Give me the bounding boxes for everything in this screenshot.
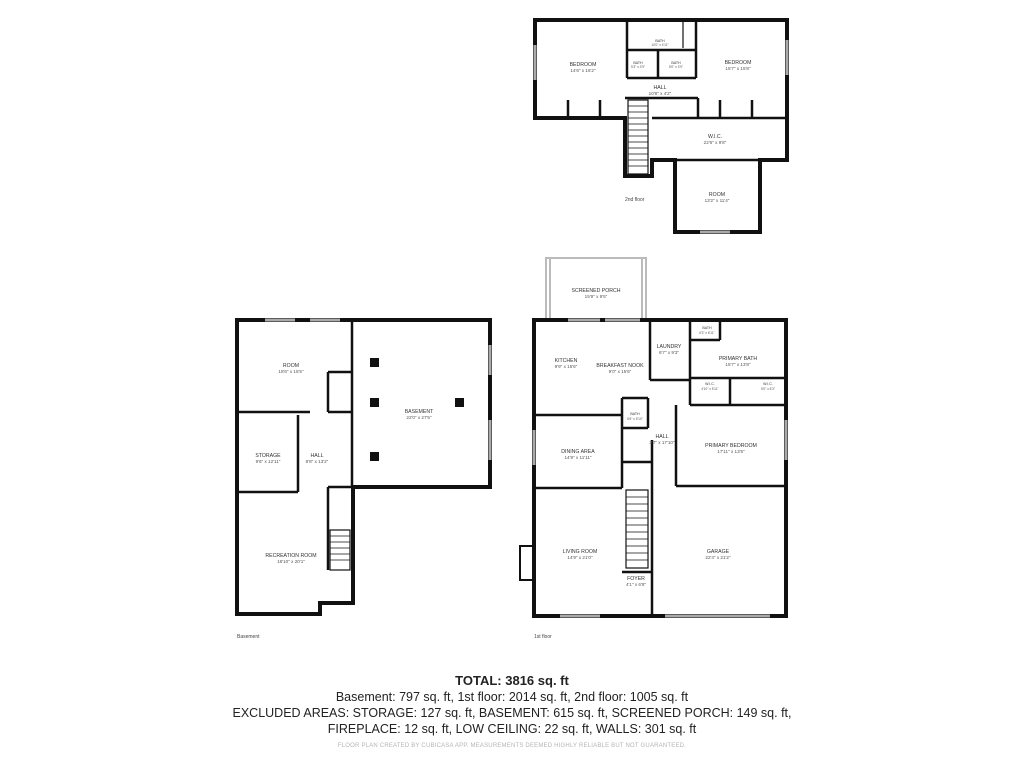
label-2f-wic: W.I.C. [708, 134, 722, 140]
dims-1f-wic-left: 4'10" x 5'11" [701, 387, 718, 391]
label-1f-hall: HALL [656, 434, 669, 440]
label-bsmt-room: ROOM [283, 363, 299, 369]
dims-1f-bath-small: 6'3" x 6'11" [699, 331, 714, 335]
excluded-areas-continued: FIREPLACE: 12 sq. ft, LOW CEILING: 22 sq… [327, 722, 697, 736]
dims-2f-bedroom-left: 14'6" x 16'2" [570, 68, 596, 73]
dims-1f-breakfast-nook: 9'0" x 15'6" [609, 369, 632, 374]
label-2f-bedroom-right: BEDROOM [725, 60, 752, 66]
label-1f-screened-porch: SCREENED PORCH [571, 288, 620, 294]
label-1f-bath-center: BATH [630, 412, 640, 416]
floor-label-basement: Basement [237, 634, 260, 640]
label-1f-dining: DINING AREA [561, 449, 595, 455]
dims-1f-hall: 3'7" x 17'10" [649, 440, 675, 445]
label-bsmt-recreation: RECREATION ROOM [265, 553, 316, 559]
label-2f-bath-top: BATH [655, 39, 665, 43]
total-area: TOTAL: 3816 sq. ft [455, 673, 569, 688]
column-marker [370, 398, 379, 407]
label-1f-breakfast-nook: BREAKFAST NOOK [596, 363, 644, 369]
label-2f-hall: HALL [654, 85, 667, 91]
label-1f-kitchen: KITCHEN [555, 358, 578, 364]
floor-label-2nd: 2nd floor [625, 197, 645, 203]
label-2f-room: ROOM [709, 192, 725, 198]
floor-label-1st: 1st floor [534, 634, 552, 640]
dims-1f-primary-bedroom: 17'11" x 13'5" [717, 449, 745, 454]
first-floor-stairs [625, 489, 649, 569]
dims-2f-wic: 22'6" x 9'8" [704, 140, 727, 145]
dims-bsmt-basement: 22'0" x 27'5" [406, 415, 432, 420]
label-1f-wic-right: W.I.C. [763, 382, 773, 386]
area-summary: TOTAL: 3816 sq. ft Basement: 797 sq. ft,… [0, 672, 1024, 749]
label-1f-living: LIVING ROOM [563, 549, 598, 555]
excluded-areas: EXCLUDED AREAS: STORAGE: 127 sq. ft, BAS… [232, 706, 792, 720]
label-1f-primary-bath: PRIMARY BATH [719, 356, 758, 362]
label-1f-foyer: FOYER [627, 576, 645, 582]
dims-2f-bath-mid-right: 5'0" x 3'9" [669, 65, 683, 69]
second-floor-stairs [627, 99, 649, 175]
dims-1f-bath-center: 5'6" x 5'10" [627, 417, 643, 421]
label-1f-laundry: LAUNDRY [657, 344, 682, 350]
column-marker [370, 452, 379, 461]
column-marker [455, 398, 464, 407]
column-marker [370, 358, 379, 367]
label-1f-bath-small: BATH [702, 326, 712, 330]
label-2f-bath-mid-right: BATH [671, 61, 681, 65]
first-floor-plan: SCREENED PORCH 15'9" x 9'5" KITCHEN 9'9"… [519, 257, 788, 640]
dims-bsmt-storage: 9'6" x 12'11" [256, 459, 281, 464]
dims-2f-room: 13'2" x 11'4" [705, 198, 730, 203]
label-bsmt-hall: HALL [311, 453, 324, 459]
dims-bsmt-room: 18'6" x 15'5" [278, 369, 304, 374]
dims-1f-foyer: 4'1" x 6'8" [626, 582, 646, 587]
basement-stairs [329, 529, 351, 571]
disclaimer: FLOOR PLAN CREATED BY CUBICASA APP. MEAS… [337, 743, 687, 749]
label-1f-primary-bedroom: PRIMARY BEDROOM [705, 443, 757, 449]
dims-bsmt-recreation: 18'10" x 20'1" [277, 559, 305, 564]
basement-plan: ROOM 18'6" x 15'5" BASEMENT 22'0" x 27'5… [235, 318, 492, 640]
dims-2f-bath-top: 10'0" x 4'11" [651, 43, 668, 47]
floor-areas: Basement: 797 sq. ft, 1st floor: 2014 sq… [335, 690, 689, 704]
dims-2f-bedroom-right: 15'7" x 15'8" [725, 66, 751, 71]
dims-2f-hall: 10'8" x 4'2" [649, 91, 672, 96]
label-2f-bath-mid-left: BATH [633, 61, 643, 65]
label-2f-bedroom-left: BEDROOM [570, 62, 597, 68]
label-1f-garage: GARAGE [707, 549, 730, 555]
dims-1f-screened-porch: 15'9" x 9'5" [585, 294, 608, 299]
dims-2f-bath-mid-left: 5'3" x 3'9" [631, 65, 645, 69]
label-bsmt-basement: BASEMENT [405, 409, 434, 415]
second-floor-plan: BEDROOM 14'6" x 16'2" BATH 10'0" x 4'11"… [533, 18, 789, 234]
dims-1f-primary-bath: 15'7" x 13'8" [725, 362, 751, 367]
dims-1f-living: 14'9" x 21'0" [567, 555, 593, 560]
dims-1f-wic-right: 5'0" x 6'3" [761, 387, 775, 391]
dims-1f-garage: 22'4" x 21'2" [705, 555, 731, 560]
fireplace [519, 545, 535, 581]
dims-1f-laundry: 6'7" x 9'3" [659, 350, 679, 355]
label-1f-wic-left: W.I.C. [705, 382, 715, 386]
label-bsmt-storage: STORAGE [255, 453, 281, 459]
dims-1f-dining: 14'9" x 11'11" [564, 455, 591, 460]
dims-1f-kitchen: 9'9" x 15'6" [555, 364, 578, 369]
dims-bsmt-hall: 8'8" x 13'2" [306, 459, 329, 464]
